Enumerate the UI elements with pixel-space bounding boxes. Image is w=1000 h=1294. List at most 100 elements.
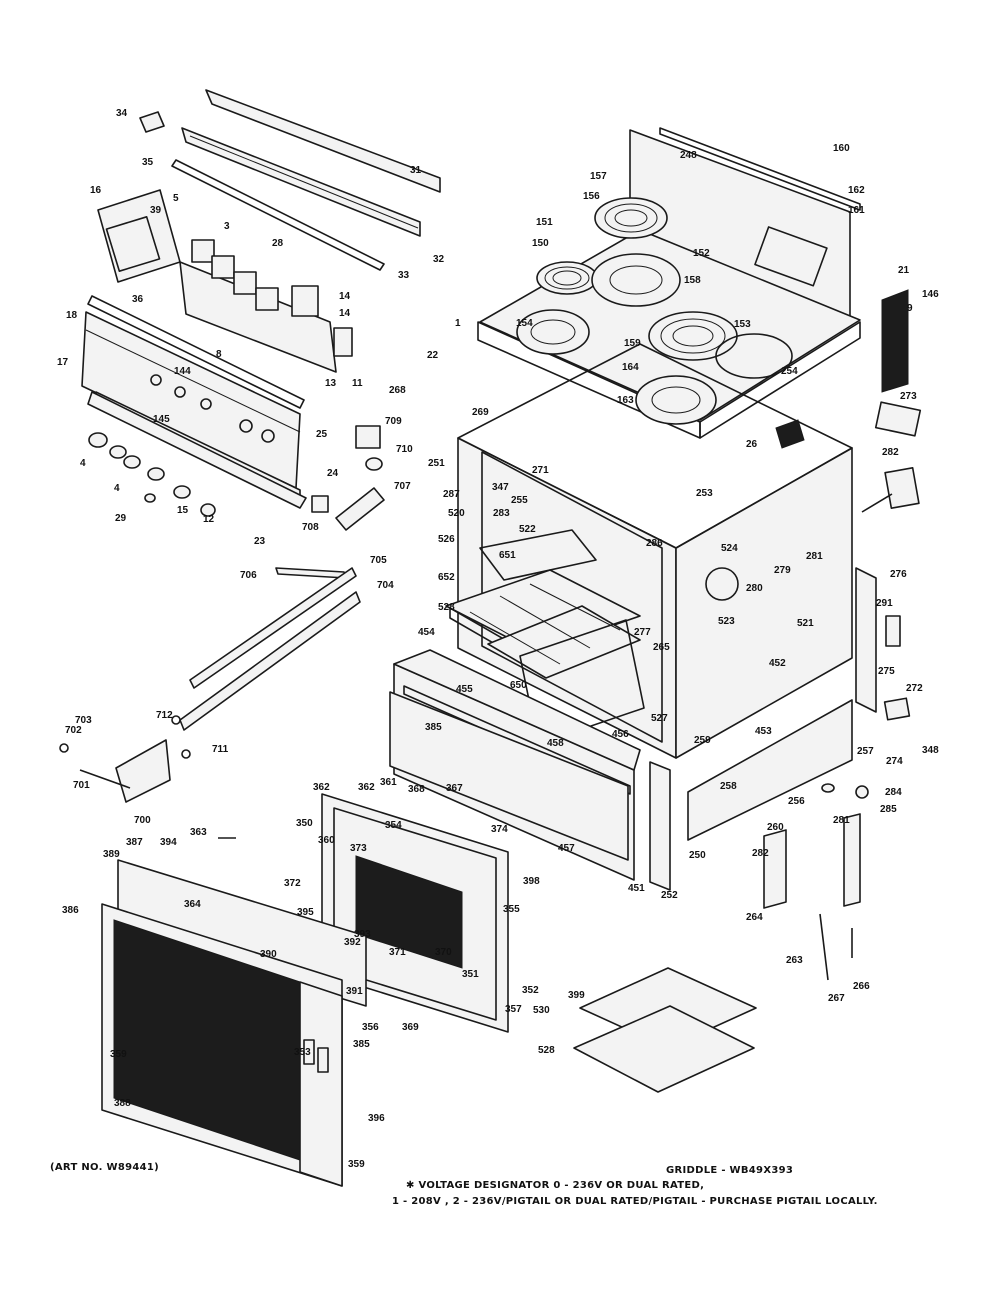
timer-clock-709 bbox=[311, 425, 385, 531]
part-label-248: 248 bbox=[680, 150, 697, 161]
part-label-39: 39 bbox=[150, 205, 162, 216]
part-label-282: 282 bbox=[752, 848, 769, 859]
part-label-257: 257 bbox=[857, 746, 874, 757]
oven-light-523 bbox=[705, 567, 739, 601]
part-label-524: 524 bbox=[721, 543, 738, 554]
part-label-710: 710 bbox=[396, 444, 413, 455]
part-label-359: 359 bbox=[348, 1159, 365, 1170]
part-label-530: 530 bbox=[533, 1005, 550, 1016]
trim-strip-23 bbox=[87, 391, 307, 509]
part-label-286: 286 bbox=[646, 538, 663, 549]
part-label-283: 283 bbox=[493, 508, 510, 519]
part-label-14: 14 bbox=[339, 308, 351, 319]
part-label-453: 453 bbox=[755, 726, 772, 737]
part-label-650: 650 bbox=[510, 680, 527, 691]
part-label-158: 158 bbox=[684, 275, 701, 286]
part-label-17: 17 bbox=[57, 357, 69, 368]
part-label-150: 150 bbox=[532, 238, 549, 249]
side-vent-trim bbox=[874, 289, 922, 437]
part-label-526: 526 bbox=[438, 534, 455, 545]
part-label-256: 256 bbox=[788, 796, 805, 807]
part-label-370: 370 bbox=[435, 947, 452, 958]
part-label-348: 348 bbox=[922, 745, 939, 756]
part-label-394: 394 bbox=[160, 837, 177, 848]
part-label-151: 151 bbox=[536, 217, 553, 228]
oven-door-assembly bbox=[101, 793, 509, 1187]
griddle-note: GRIDDLE - WB49X393 bbox=[666, 1165, 793, 1176]
part-label-144: 144 bbox=[174, 366, 191, 377]
art-number-label: (ART NO. W89441) bbox=[50, 1162, 159, 1173]
broil-element-651 bbox=[479, 529, 597, 581]
part-label-652: 652 bbox=[438, 572, 455, 583]
part-label-386: 386 bbox=[62, 905, 79, 916]
part-label-29: 29 bbox=[115, 513, 127, 524]
control-knobs bbox=[88, 432, 216, 517]
part-label-708: 708 bbox=[302, 522, 319, 533]
infinite-switches bbox=[191, 239, 279, 311]
part-label-272: 272 bbox=[906, 683, 923, 694]
relays-14 bbox=[291, 285, 353, 357]
terminal-block-282 bbox=[861, 467, 920, 513]
part-label-35: 35 bbox=[142, 157, 154, 168]
part-label-18: 18 bbox=[66, 310, 78, 321]
part-label-271: 271 bbox=[532, 465, 549, 476]
part-label-4: 4 bbox=[114, 483, 120, 494]
part-label-5: 5 bbox=[173, 193, 179, 204]
drawer-slides bbox=[179, 567, 361, 731]
part-label-357: 357 bbox=[505, 1004, 522, 1015]
part-label-452: 452 bbox=[769, 658, 786, 669]
door-hinges bbox=[763, 783, 869, 981]
part-label-363: 363 bbox=[190, 827, 207, 838]
part-label-389: 389 bbox=[103, 849, 120, 860]
part-label-368: 368 bbox=[408, 784, 425, 795]
part-label-362: 362 bbox=[313, 782, 330, 793]
part-number-labels: 3431351639532832331414361814481113171452… bbox=[57, 108, 939, 1170]
part-label-387: 387 bbox=[126, 837, 143, 848]
part-label-373: 373 bbox=[350, 843, 367, 854]
part-label-252: 252 bbox=[661, 890, 678, 901]
part-label-1: 1 bbox=[455, 318, 461, 329]
part-label-291: 291 bbox=[876, 598, 893, 609]
part-label-282: 282 bbox=[882, 447, 899, 458]
part-label-395: 395 bbox=[297, 907, 314, 918]
part-label-26: 26 bbox=[746, 439, 758, 450]
part-label-393: 393 bbox=[354, 929, 371, 940]
part-label-25: 25 bbox=[316, 429, 328, 440]
part-label-457: 457 bbox=[558, 843, 575, 854]
part-label-36: 36 bbox=[132, 294, 144, 305]
part-label-369: 369 bbox=[402, 1022, 419, 1033]
part-label-702: 702 bbox=[65, 725, 82, 736]
part-label-396: 396 bbox=[368, 1113, 385, 1124]
part-label-153: 153 bbox=[734, 319, 751, 330]
oven-vent-254 bbox=[775, 419, 805, 449]
part-label-264: 264 bbox=[746, 912, 763, 923]
part-label-251: 251 bbox=[428, 458, 445, 469]
bracket-34 bbox=[139, 111, 165, 133]
part-label-706: 706 bbox=[240, 570, 257, 581]
voltage-designator-note-line-1: ✱ VOLTAGE DESIGNATOR 0 - 236V OR DUAL RA… bbox=[406, 1180, 704, 1191]
part-label-347: 347 bbox=[492, 482, 509, 493]
part-label-374: 374 bbox=[491, 824, 508, 835]
part-label-273: 273 bbox=[900, 391, 917, 402]
part-label-651: 651 bbox=[499, 550, 516, 561]
part-label-355: 355 bbox=[503, 904, 520, 915]
part-label-364: 364 bbox=[184, 899, 201, 910]
part-label-361: 361 bbox=[380, 777, 397, 788]
part-label-33: 33 bbox=[398, 270, 410, 281]
part-label-360: 360 bbox=[318, 835, 335, 846]
part-label-275: 275 bbox=[878, 666, 895, 677]
part-label-255: 255 bbox=[511, 495, 528, 506]
part-label-528: 528 bbox=[438, 602, 455, 613]
part-label-351: 351 bbox=[462, 969, 479, 980]
part-label-160: 160 bbox=[833, 143, 850, 154]
part-label-145: 145 bbox=[153, 414, 170, 425]
part-label-3: 3 bbox=[224, 221, 230, 232]
part-label-13: 13 bbox=[325, 378, 337, 389]
part-label-154: 154 bbox=[516, 318, 533, 329]
part-label-287: 287 bbox=[443, 489, 460, 500]
part-label-156: 156 bbox=[583, 191, 600, 202]
part-label-163: 163 bbox=[617, 395, 634, 406]
part-label-260: 260 bbox=[767, 822, 784, 833]
